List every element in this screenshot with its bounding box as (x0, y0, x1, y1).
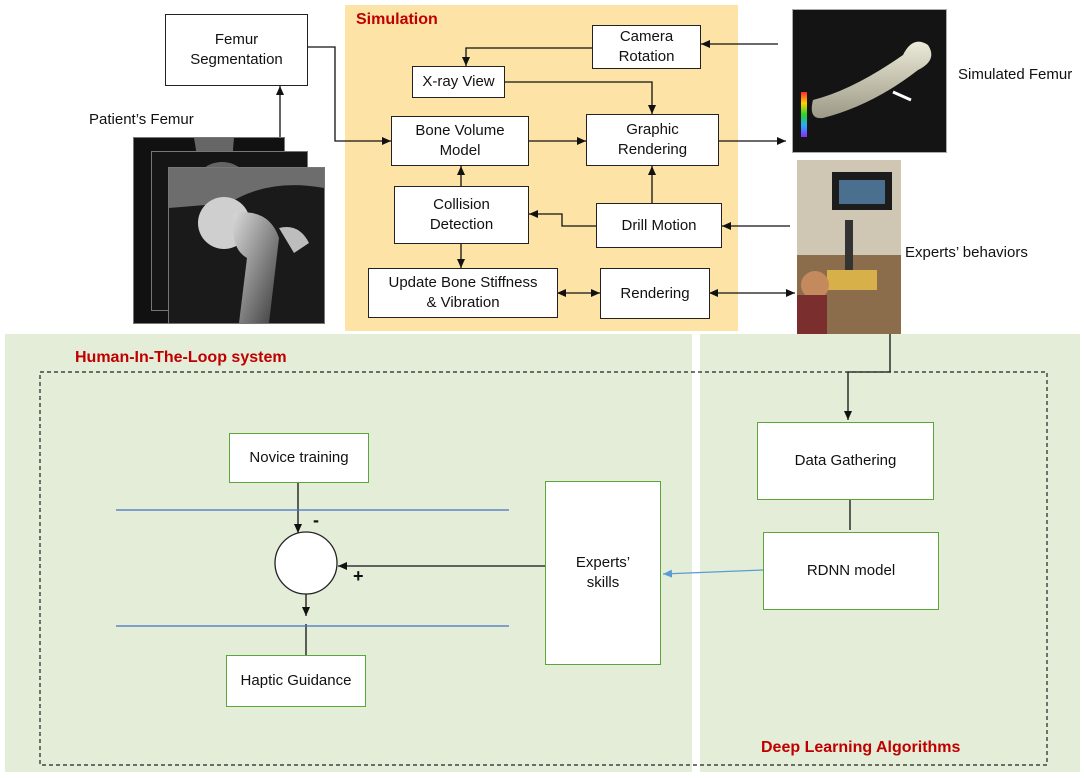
simulated-femur-bone-icon (801, 41, 932, 137)
hitl-title: Human-In-The-Loop system (75, 349, 287, 366)
plus-sign: + (353, 566, 364, 586)
haptic-guidance-box: Haptic Guidance (226, 655, 366, 707)
drill-motion-label: Drill Motion (621, 216, 697, 234)
xray-image-front (168, 167, 325, 324)
experts-behaviors-label: Experts’ behaviors (905, 244, 1028, 261)
xray-view-box: X-ray View (412, 66, 505, 98)
bone-volume-model-box: Bone Volume Model (391, 116, 529, 166)
rdnn-model-label: RDNN model (806, 562, 896, 579)
haptic-guidance-label: Haptic Guidance (240, 672, 352, 689)
femur-segmentation-box: Femur Segmentation (165, 14, 308, 86)
summing-junction (274, 531, 338, 595)
rendering-box: Rendering (600, 268, 710, 319)
rendering-label: Rendering (620, 284, 690, 302)
experts-behaviors-photo (797, 160, 901, 334)
femur-xray-icon (169, 168, 324, 323)
femur-segmentation-label: Femur Segmentation (190, 31, 283, 68)
rdnn-model-box: RDNN model (763, 532, 939, 610)
patients-femur-label: Patient’s Femur (89, 111, 194, 128)
bone-volume-model-label: Bone Volume Model (415, 122, 505, 159)
drill-motion-box: Drill Motion (596, 203, 722, 248)
update-bone-stiffness-box: Update Bone Stiffness & Vibration (368, 268, 558, 318)
update-bone-stiffness-label: Update Bone Stiffness & Vibration (388, 274, 538, 311)
collision-detection-box: Collision Detection (394, 186, 529, 244)
graphic-rendering-label: Graphic Rendering (617, 121, 688, 158)
camera-rotation-label: Camera Rotation (618, 28, 675, 65)
simulated-femur-label: Simulated Femur (958, 66, 1073, 83)
simulation-title: Simulation (356, 11, 438, 28)
simulated-femur-image (792, 9, 947, 153)
novice-training-label: Novice training (249, 449, 349, 466)
data-gathering-label: Data Gathering (794, 452, 897, 469)
xray-view-label: X-ray View (422, 73, 495, 90)
novice-training-box: Novice training (229, 433, 369, 483)
experts-skills-box: Experts’ skills (545, 481, 661, 665)
graphic-rendering-box: Graphic Rendering (586, 114, 719, 166)
data-gathering-box: Data Gathering (757, 422, 934, 500)
collision-detection-label: Collision Detection (429, 196, 494, 233)
experts-skills-label: Experts’ skills (575, 554, 631, 591)
camera-rotation-box: Camera Rotation (592, 25, 701, 69)
surgeon-simulator-icon (797, 160, 901, 334)
minus-sign: - (313, 510, 319, 530)
deep-learning-title: Deep Learning Algorithms (761, 739, 961, 756)
